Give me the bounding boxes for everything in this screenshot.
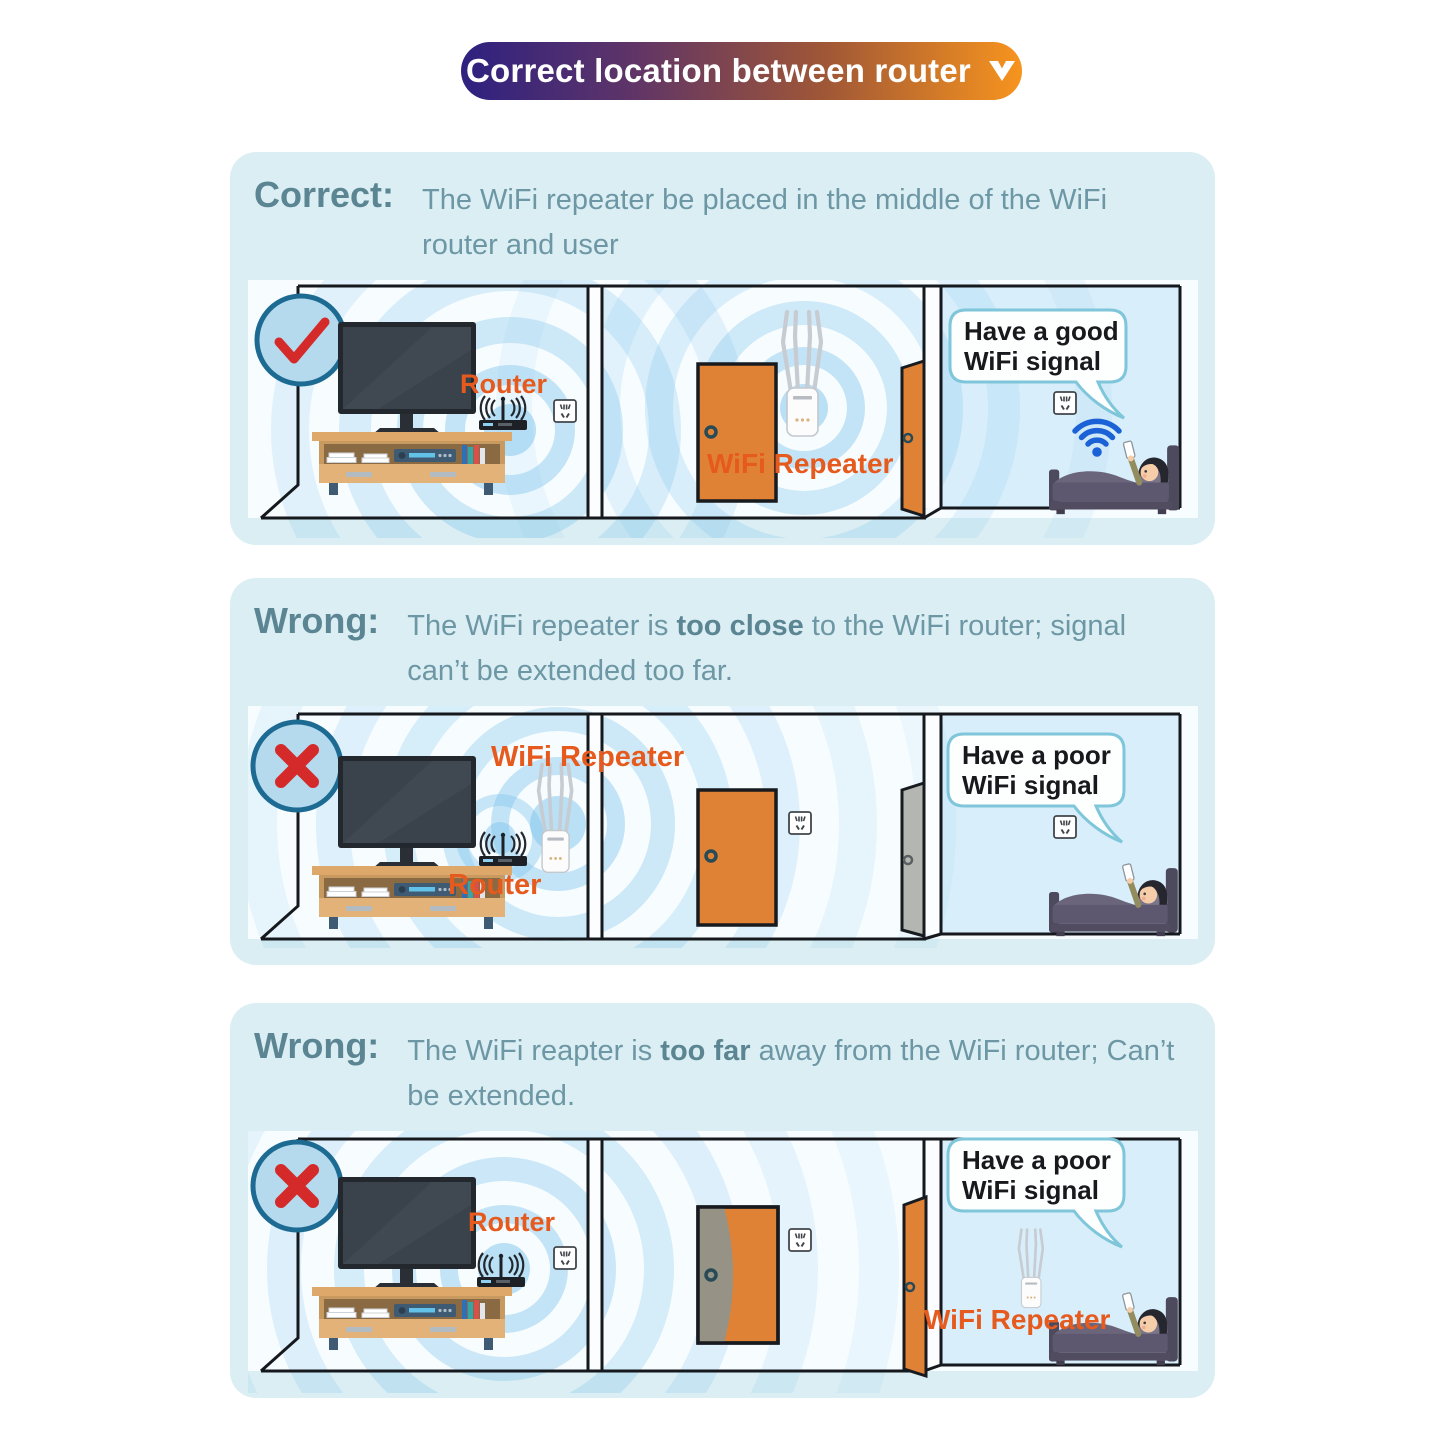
panel-wrong-far-title: Wrong:	[254, 1025, 380, 1066]
chevron-down-icon	[988, 61, 1015, 81]
panel-correct-description: The WiFi repeater be placed in the middl…	[422, 172, 1185, 268]
banner-title: Correct location between router	[466, 52, 971, 89]
panel-wrong-close-header: Wrong: The WiFi repeater is too close to…	[230, 578, 1215, 694]
door-right-wall	[902, 1194, 927, 1378]
bubble-line2: WiFi signal	[962, 770, 1099, 800]
desc-text: The WiFi reapter is	[407, 1035, 661, 1067]
cross-mark-icon	[253, 1142, 341, 1230]
panel-wrong-too-far: Wrong: The WiFi reapter is too far away …	[230, 1003, 1215, 1398]
wall-outlet-icon	[1052, 814, 1077, 839]
repeater-label: WiFi Repeater	[924, 1304, 1111, 1335]
panel-wrong-far-description: The WiFi reapter is too far away from th…	[407, 1023, 1185, 1119]
desc-text: to the WiFi router; signal can’t be exte…	[407, 610, 1127, 687]
panel-correct: Correct: The WiFi repeater be placed in …	[230, 152, 1215, 545]
bubble-line1: Have a poor	[962, 740, 1111, 770]
scene-wrong-too-far: Router WiFi Repeater Have a poor WiFi si…	[247, 1130, 1198, 1393]
speech-bubble: Have a poor WiFi signal	[946, 1137, 1125, 1249]
panel-wrong-far-header: Wrong: The WiFi reapter is too far away …	[230, 1003, 1215, 1119]
desc-text: away from the WiFi router; Can’t be exte…	[407, 1035, 1175, 1112]
scene-correct: Router WiFi Repeater Have a good WiFi si…	[247, 279, 1198, 538]
bubble-line2: WiFi signal	[962, 1175, 1099, 1205]
router-label: Router	[448, 869, 541, 901]
door-middle	[695, 788, 778, 927]
desc-text: The WiFi repeater is	[407, 610, 677, 642]
router-label: Router	[460, 369, 547, 399]
cross-mark-icon	[253, 722, 341, 810]
speech-bubble: Have a poor WiFi signal	[946, 732, 1125, 844]
door-right-wall	[900, 780, 925, 938]
desc-bold: too close	[676, 610, 804, 642]
check-mark-icon	[257, 296, 345, 384]
wall-outlet-icon	[552, 1245, 577, 1270]
repeater-label: WiFi Repeater	[491, 741, 684, 773]
door-right-wall	[900, 358, 925, 518]
panel-wrong-too-close: Wrong: The WiFi repeater is too close to…	[230, 578, 1215, 965]
wall-outlet-icon	[552, 398, 577, 423]
wall-outlet-icon	[1052, 390, 1077, 415]
banner: Correct location between router	[461, 42, 1022, 100]
scene-wrong-too-close: WiFi Repeater Router Have a poor WiFi si…	[247, 705, 1198, 948]
bubble-line1: Have a poor	[962, 1145, 1111, 1175]
panel-wrong-close-title: Wrong:	[254, 600, 380, 641]
speech-bubble: Have a good WiFi signal	[948, 308, 1127, 420]
repeater-label: WiFi Repeater	[707, 448, 894, 479]
panel-wrong-close-description: The WiFi repeater is too close to the Wi…	[407, 598, 1185, 694]
desc-text: The WiFi repeater be placed in the middl…	[422, 184, 1108, 261]
wall-outlet-icon	[787, 1227, 812, 1252]
wall-outlet-icon	[787, 810, 812, 835]
door-middle	[695, 362, 778, 503]
panel-correct-header: Correct: The WiFi repeater be placed in …	[230, 152, 1215, 268]
desc-bold: too far	[660, 1035, 751, 1067]
router-label: Router	[468, 1207, 555, 1237]
room-outline	[259, 284, 1181, 520]
door-middle	[695, 1205, 780, 1345]
panel-correct-title: Correct:	[254, 174, 395, 215]
bubble-line2: WiFi signal	[964, 346, 1101, 376]
bubble-line1: Have a good	[964, 316, 1119, 346]
